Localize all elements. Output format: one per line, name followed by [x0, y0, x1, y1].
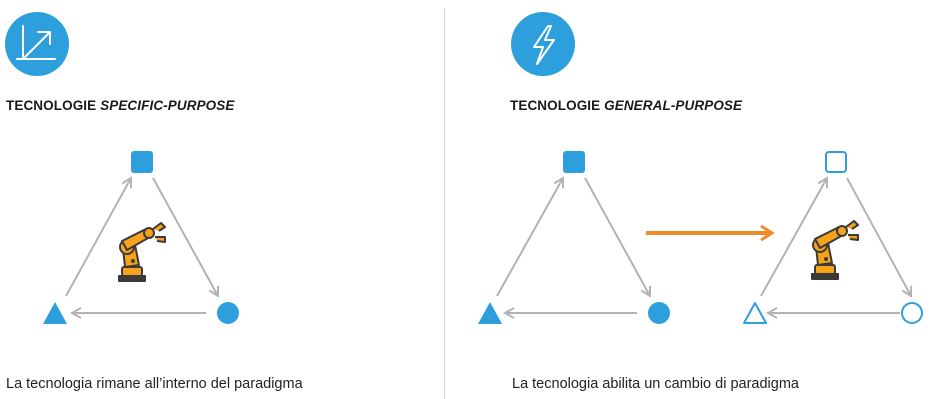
industrial-robot-icon	[811, 220, 859, 280]
title-emphasis: SPECIFIC-PURPOSE	[100, 98, 235, 113]
paradigm-triangle-diagram	[43, 151, 239, 324]
paradigm-shift-diagram	[478, 151, 923, 324]
title-prefix: TECNOLOGIE	[6, 98, 101, 113]
specific-purpose-title: TECNOLOGIE SPECIFIC-PURPOSE	[6, 98, 234, 113]
industrial-robot-icon	[118, 222, 166, 282]
square-node	[563, 151, 585, 173]
title-emphasis: GENERAL-PURPOSE	[604, 98, 743, 113]
edge-square-to-circle	[846, 177, 913, 298]
triangle-node-outline	[743, 302, 767, 324]
title-prefix: TECNOLOGIE	[510, 98, 605, 113]
circle-node	[217, 302, 239, 324]
trend-line-icon	[5, 12, 69, 76]
specific-purpose-panel: TECNOLOGIE SPECIFIC-PURPOSE	[0, 0, 440, 399]
square-node	[131, 151, 153, 173]
specific-purpose-caption: La tecnologia rimane all’interno del par…	[6, 376, 303, 392]
general-purpose-title: TECNOLOGIE GENERAL-PURPOSE	[510, 98, 742, 113]
lightning-bolt-icon	[511, 12, 575, 76]
edge-square-to-circle	[152, 177, 220, 298]
triangle-node	[478, 302, 502, 324]
circle-node	[648, 302, 670, 324]
square-node-outline	[825, 151, 847, 173]
edge-triangle-to-square	[65, 176, 133, 297]
triangle-node	[43, 302, 67, 324]
edge-triangle-to-square	[760, 176, 829, 297]
general-purpose-caption: La tecnologia abilita un cambio di parad…	[512, 376, 799, 392]
circle-node-outline	[901, 302, 923, 324]
panel-divider	[444, 8, 445, 399]
edge-triangle-to-square	[496, 176, 565, 297]
general-purpose-panel: TECNOLOGIE GENERAL-PURPOSE	[450, 0, 932, 399]
edge-square-to-circle	[584, 177, 652, 298]
